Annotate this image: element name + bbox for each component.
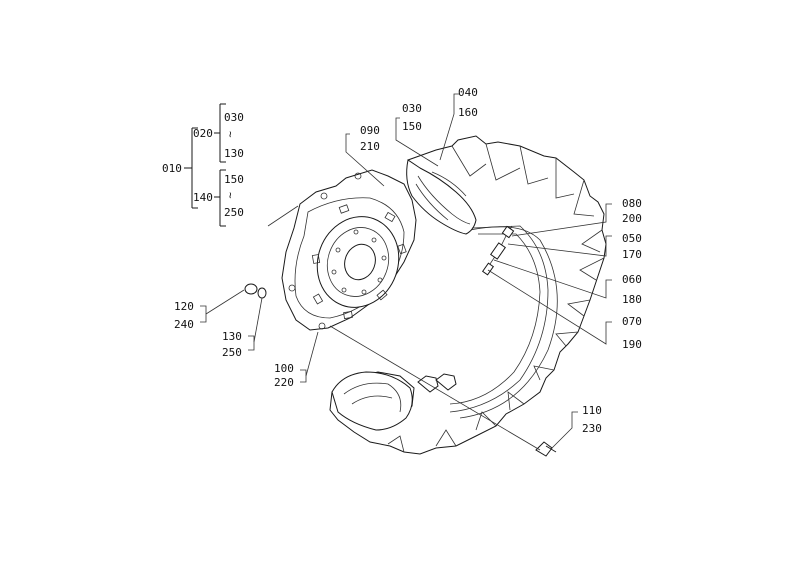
label-230: 230 [582,422,602,435]
label-040: 040 [458,86,478,99]
tree-group-a-bottom: 130 [224,147,244,160]
part-tree: 010 020 030 ~ 130 140 150 ~ 250 [162,103,244,227]
label-120: 120 [174,300,194,313]
tree-group-b-label: 140 [193,191,213,204]
label-220: 220 [274,376,294,389]
tree-group-a-range: ~ [224,131,237,138]
label-100: 100 [274,362,294,375]
label-030: 030 [402,102,422,115]
label-190: 190 [622,338,642,351]
callout-labels: 030 150 040 160 090 210 080 200 050 170 … [174,86,642,435]
label-210: 210 [360,140,380,153]
label-250: 250 [222,346,242,359]
valve-assembly [481,225,515,276]
tree-group-b-bottom: 250 [224,206,244,219]
label-170: 170 [622,248,642,261]
tree-group-b-top: 150 [224,173,244,186]
label-180: 180 [622,293,642,306]
tire-illustration [329,135,607,455]
wheel-disc-illustration [281,169,457,393]
label-200: 200 [622,212,642,225]
label-160: 160 [458,106,478,119]
label-090: 090 [360,124,380,137]
label-060: 060 [622,273,642,286]
label-130: 130 [222,330,242,343]
tree-group-a-top: 030 [224,111,244,124]
label-070: 070 [622,315,642,328]
label-240: 240 [174,318,194,331]
leader-lines [200,93,612,451]
label-150: 150 [402,120,422,133]
tree-root-label: 010 [162,162,182,175]
tree-group-a-label: 020 [193,127,213,140]
nut-washer-illustration [244,283,267,299]
label-080: 080 [622,197,642,210]
label-110: 110 [582,404,602,417]
tree-group-b-range: ~ [224,192,237,199]
label-050: 050 [622,232,642,245]
